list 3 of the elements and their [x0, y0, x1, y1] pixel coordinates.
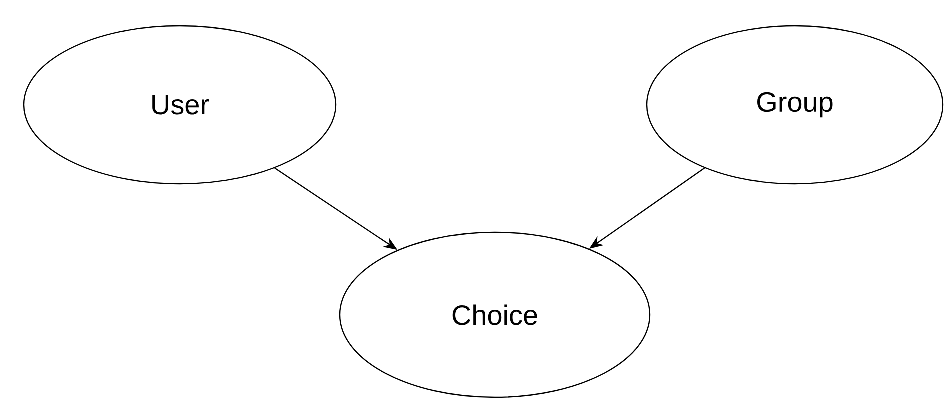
ellipse-node: User [23, 25, 337, 185]
ellipse-node: Choice [339, 232, 651, 398]
ellipse-node: Group [646, 25, 944, 185]
